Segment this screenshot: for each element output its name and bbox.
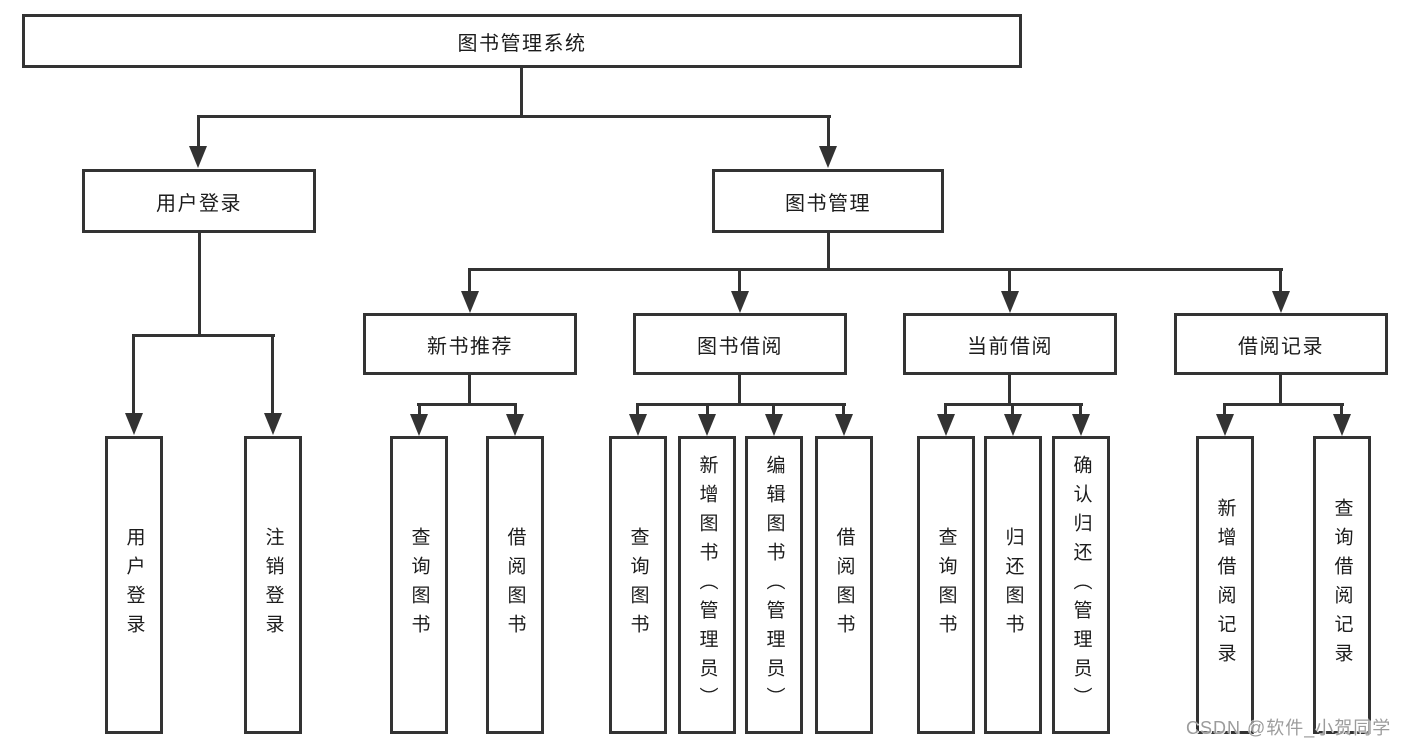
connector-records-drop [1279,268,1282,293]
arrow-to-records [1272,291,1290,313]
connector-borrow-stem [738,375,741,406]
connector-recommend-stem [468,375,471,406]
connector-leaf-drop [706,403,709,416]
node-root: 图书管理系统 [22,14,1022,68]
connector-level2-rail [197,115,831,118]
leaf-records-query-record: 查询借阅记录 [1313,436,1371,734]
connector-book-mgmt-drop [827,115,830,148]
arrow-to-leaf [1216,414,1234,436]
arrow-to-leaf [1072,414,1090,436]
connector-level3-rail [468,268,1283,271]
arrow-to-leaf [698,414,716,436]
arrow-to-leaf [410,414,428,436]
connector-leaf-drop [636,403,639,416]
connector-user-login-stem [198,233,201,336]
leaf-borrow-add-book: 新增图书（管理员） [678,436,736,734]
connector-user-login-drop [197,115,200,148]
connector-leaf-drop [1011,403,1014,416]
connector-records-stem [1279,375,1282,406]
arrow-to-leaf [629,414,647,436]
connector-leaf-drop [944,403,947,416]
connector-leaf-drop [842,403,845,416]
connector-leaf-drop [1340,403,1343,416]
leaf-current-confirm-return: 确认归还（管理员） [1052,436,1110,734]
leaf-records-add-record: 新增借阅记录 [1196,436,1254,734]
connector-root-stem [520,68,523,118]
connector-leaf-drop [418,403,421,416]
connector-recommend-rail [417,403,517,406]
connector-leaf-drop [1079,403,1082,416]
node-current-borrow: 当前借阅 [903,313,1117,375]
leaf-logout: 注销登录 [244,436,302,734]
connector-leaf-drop [1223,403,1226,416]
leaf-recommend-query-book: 查询图书 [390,436,448,734]
arrow-to-current [1001,291,1019,313]
node-book-borrow: 图书借阅 [633,313,847,375]
arrow-to-leaf [1004,414,1022,436]
node-book-management: 图书管理 [712,169,944,233]
leaf-current-query-book: 查询图书 [917,436,975,734]
connector-current-stem [1008,375,1011,406]
leaf-borrow-borrow-book: 借阅图书 [815,436,873,734]
node-user-login: 用户登录 [82,169,316,233]
node-new-book-recommend: 新书推荐 [363,313,577,375]
leaf-recommend-borrow-book: 借阅图书 [486,436,544,734]
arrow-to-leaf [835,414,853,436]
connector-leaf-drop [514,403,517,416]
arrow-to-leaf [765,414,783,436]
csdn-watermark: CSDN @软件_小贺同学 [1186,718,1392,738]
leaf-borrow-query-book: 查询图书 [609,436,667,734]
connector-borrow-drop [738,268,741,293]
arrow-to-recommend [461,291,479,313]
connector-recommend-drop [468,268,471,293]
arrow-to-user-login [189,146,207,168]
connector-leaf-drop [772,403,775,416]
connector-leaf-logout-drop [271,334,274,415]
connector-user-login-rail [132,334,275,337]
leaf-current-return-book: 归还图书 [984,436,1042,734]
leaf-user-login: 用户登录 [105,436,163,734]
connector-leaf-login-drop [132,334,135,415]
arrow-to-leaf-logout [264,413,282,435]
connector-current-drop [1008,268,1011,293]
arrow-to-leaf-login [125,413,143,435]
arrow-to-borrow [731,291,749,313]
node-borrow-records: 借阅记录 [1174,313,1388,375]
leaf-borrow-edit-book: 编辑图书（管理员） [745,436,803,734]
arrow-to-leaf [1333,414,1351,436]
arrow-to-book-mgmt [819,146,837,168]
connector-book-mgmt-stem [827,233,830,270]
arrow-to-leaf [506,414,524,436]
connector-records-rail [1223,403,1344,406]
arrow-to-leaf [937,414,955,436]
connector-borrow-rail [636,403,846,406]
